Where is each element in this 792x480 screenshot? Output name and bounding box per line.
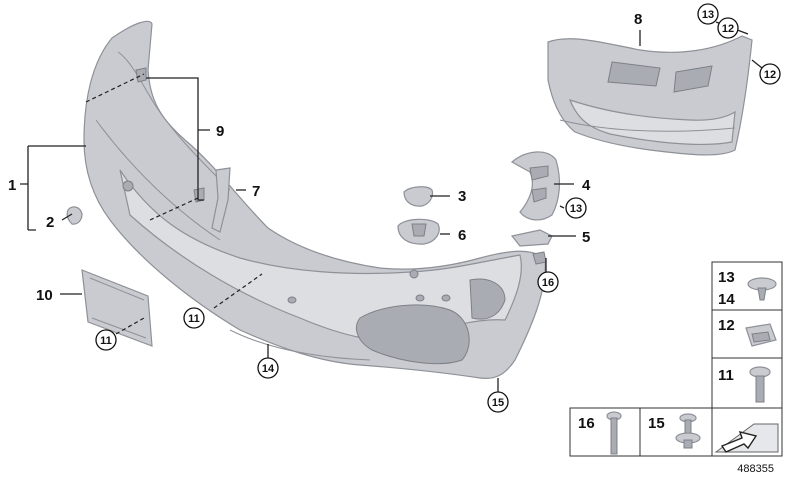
svg-text:13: 13 xyxy=(570,203,582,215)
callout-2: 2 xyxy=(46,214,54,231)
rivet-icon xyxy=(606,411,622,455)
callout-11-plate: 11 xyxy=(95,329,117,351)
svg-text:16: 16 xyxy=(542,277,554,289)
small-bracket xyxy=(510,229,553,247)
callout-13-side: 13 xyxy=(565,197,587,219)
callout-14: 14 xyxy=(257,357,279,379)
legend-12: 12 xyxy=(718,317,735,334)
towing-eye-cover-with-clip xyxy=(397,218,440,245)
callout-5: 5 xyxy=(582,229,590,246)
legend-13: 13 xyxy=(718,269,735,286)
fastener-legend: 13 14 12 11 16 15 xyxy=(569,261,783,457)
mounting-clip-upper xyxy=(135,67,147,83)
side-clip xyxy=(532,251,547,265)
trim-strip xyxy=(211,167,231,233)
callout-12-right: 12 xyxy=(759,63,781,85)
svg-text:14: 14 xyxy=(262,363,275,375)
callout-7: 7 xyxy=(252,183,260,200)
svg-text:13: 13 xyxy=(702,9,714,21)
legend-11: 11 xyxy=(718,367,734,384)
towing-eye-cover xyxy=(403,186,434,207)
callout-1: 1 xyxy=(8,177,16,194)
callout-11-main: 11 xyxy=(183,307,205,329)
diagram-reference-number: 488355 xyxy=(737,463,774,475)
license-plate-base xyxy=(81,269,153,347)
callout-9: 9 xyxy=(216,123,224,140)
svg-text:15: 15 xyxy=(492,397,504,409)
callout-12-top: 12 xyxy=(717,17,739,39)
callout-6: 6 xyxy=(458,227,466,244)
callout-4: 4 xyxy=(582,177,591,194)
push-nut-icon xyxy=(747,277,777,301)
callout-13-top: 13 xyxy=(697,3,719,25)
callout-8: 8 xyxy=(634,11,642,28)
callout-15: 15 xyxy=(487,391,509,413)
svg-text:12: 12 xyxy=(722,23,734,35)
legend-16: 16 xyxy=(578,415,595,432)
legend-15: 15 xyxy=(648,415,665,432)
carrier-bracket xyxy=(547,35,753,156)
svg-text:11: 11 xyxy=(188,313,200,325)
arrow-marker-icon xyxy=(714,423,779,453)
legend-14: 14 xyxy=(718,291,735,308)
side-bracket xyxy=(510,151,561,221)
expansion-rivet-icon xyxy=(675,413,701,449)
front-bumper-panel xyxy=(83,20,546,380)
callout-16: 16 xyxy=(537,271,559,293)
callout-3: 3 xyxy=(458,188,466,205)
screw-icon xyxy=(749,366,771,403)
svg-text:12: 12 xyxy=(764,69,776,81)
callout-10: 10 xyxy=(36,287,53,304)
cover-cap xyxy=(66,206,83,225)
leader-lines xyxy=(20,21,763,392)
clip-nut-icon xyxy=(745,323,777,347)
svg-text:11: 11 xyxy=(100,335,112,347)
